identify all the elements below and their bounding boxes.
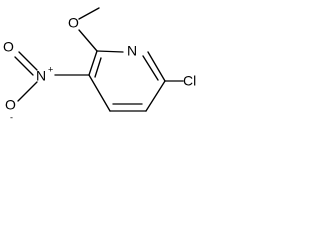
bond-oxygen-to-c2 <box>78 29 98 52</box>
bond-nitro-nitrogen-to-bottom-oxygen <box>17 81 38 102</box>
bottom-nitro-oxygen-negative-charge: - <box>10 112 13 122</box>
bond-methyl-to-oxygen <box>78 7 100 20</box>
atom-label-bottom-nitro-oxygen: O <box>5 97 16 113</box>
atom-label-nitro-nitrogen: N <box>36 68 46 84</box>
aromatic-inner-bond-right <box>142 55 159 81</box>
atom-label-chlorine: Cl <box>183 73 196 89</box>
bond-c6-to-ring-nitrogen <box>147 51 166 82</box>
aromatic-inner-bond-left <box>94 57 102 78</box>
bond-nitro-nitrogen-to-top-oxygen <box>18 51 38 71</box>
atom-label-methoxy-oxygen: O <box>68 15 79 31</box>
atom-label-top-nitro-oxygen: O <box>3 39 14 55</box>
bond-c2-to-c3 <box>88 50 98 76</box>
structure-canvas: O N Cl N + O O - <box>0 0 202 150</box>
nitro-nitrogen-positive-charge: + <box>48 64 53 74</box>
bond-c3-to-c4 <box>88 74 111 112</box>
bond-nitro-nitrogen-to-top-oxygen-second-line <box>14 56 34 76</box>
bond-ring-nitrogen-to-c2 <box>96 50 124 53</box>
chemical-structure-diagram: O N Cl N + O O - <box>3 7 196 122</box>
bond-c5-to-c6 <box>145 80 166 112</box>
atom-label-ring-nitrogen: N <box>127 43 137 59</box>
